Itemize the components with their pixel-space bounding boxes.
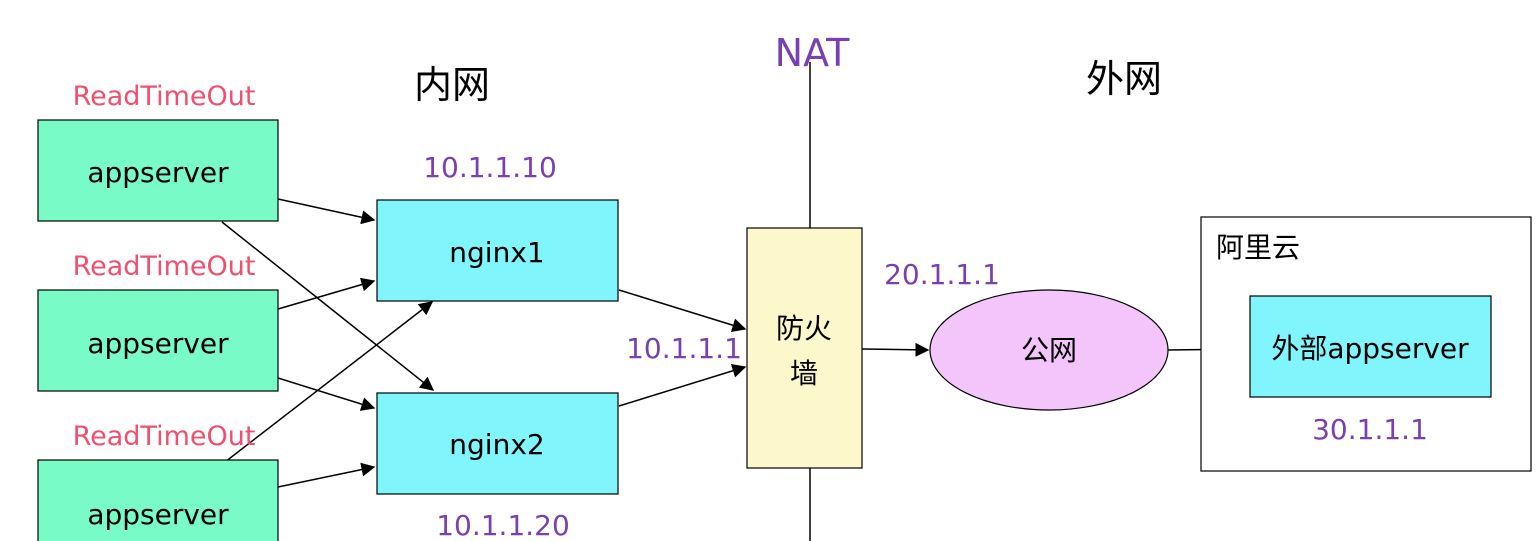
edge-app2-nginx2	[277, 377, 376, 411]
nginx2-box	[376, 392, 619, 495]
edge-app3-nginx2	[277, 462, 376, 488]
edge-app1-nginx1	[277, 198, 376, 225]
appserver-3-label: appserver	[87, 498, 229, 531]
appserver-3-box	[37, 459, 279, 541]
external-appserver-label: 外部appserver	[1271, 332, 1469, 365]
edge-app3-nginx1	[224, 301, 434, 463]
zone-label-inner: 内网	[414, 63, 490, 107]
edge-nginx1-firewall	[618, 289, 747, 332]
nginx1-label: nginx1	[449, 236, 544, 269]
firewall-ip-inner: 10.1.1.1	[626, 332, 742, 365]
appserver-2-box	[37, 289, 279, 392]
nginx2-ip: 10.1.1.20	[436, 509, 570, 541]
edge-app2-nginx1	[277, 277, 376, 310]
appserver-1-label: appserver	[87, 156, 229, 189]
zone-label-outer: 外网	[1086, 57, 1162, 101]
nginx1-ip: 10.1.1.10	[423, 151, 557, 184]
public-net-label: 公网	[1021, 334, 1077, 367]
nginx2-label: nginx2	[449, 428, 544, 461]
appserver-1-box	[37, 119, 279, 222]
edge-nginx2-firewall	[618, 364, 747, 407]
external-appserver-ip: 30.1.1.1	[1312, 413, 1428, 446]
edge-firewall-public	[861, 342, 930, 357]
appserver-1-status: ReadTimeOut	[73, 81, 256, 112]
firewall-label-line1: 防火	[776, 312, 832, 345]
zone-label-nat: NAT	[775, 31, 850, 75]
firewall-label-line2: 墙	[790, 357, 818, 390]
external-appserver-box	[1249, 295, 1492, 398]
public-net-ellipse	[929, 289, 1169, 411]
edge-app1-nginx2	[221, 221, 435, 391]
aliyun-label: 阿里云	[1216, 231, 1300, 264]
appserver-2-status: ReadTimeOut	[73, 251, 256, 282]
firewall-ip-outer: 20.1.1.1	[884, 258, 1000, 291]
nginx1-box	[376, 199, 619, 302]
firewall-box	[746, 227, 863, 469]
appserver-2-label: appserver	[87, 327, 229, 360]
appserver-3-status: ReadTimeOut	[73, 421, 256, 452]
